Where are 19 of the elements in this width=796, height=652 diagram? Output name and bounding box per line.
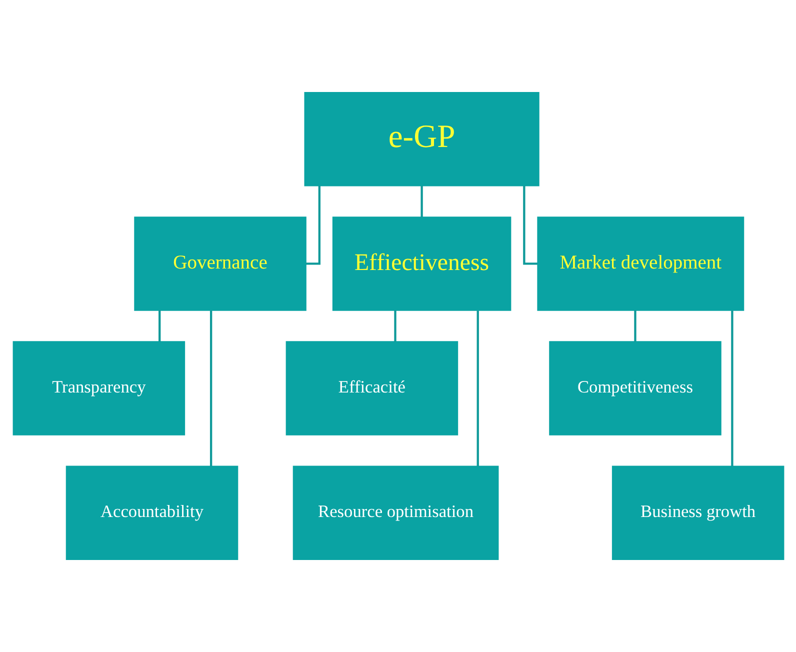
connector bbox=[634, 310, 636, 342]
node-box: Business growth bbox=[611, 466, 784, 560]
node-box: e-GP bbox=[304, 92, 539, 186]
node-box: Governance bbox=[134, 216, 306, 311]
connector bbox=[158, 310, 160, 342]
node-box: Competitiveness bbox=[548, 341, 721, 436]
node-box: Resource optimisation bbox=[292, 466, 498, 560]
connector bbox=[209, 310, 212, 466]
node-box: Transparency bbox=[12, 341, 185, 436]
node-box: Effiectiveness bbox=[332, 216, 511, 311]
node-box: Accountability bbox=[65, 466, 238, 560]
connector bbox=[522, 186, 538, 265]
node-box: Efficacité bbox=[285, 341, 458, 436]
connector bbox=[476, 310, 478, 466]
connector bbox=[306, 186, 320, 265]
connector bbox=[394, 310, 396, 342]
node-box: Market development bbox=[536, 216, 744, 311]
connector bbox=[420, 186, 422, 218]
connector bbox=[730, 310, 733, 466]
